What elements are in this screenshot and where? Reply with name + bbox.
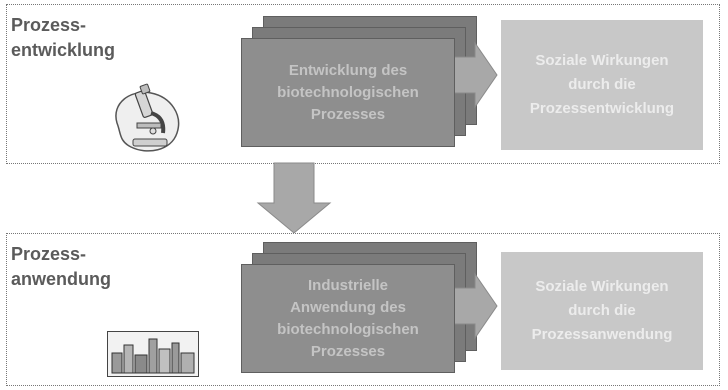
city-icon [107,331,199,377]
panel-title-development: Prozess- entwicklung [11,15,116,60]
process-box-development: Entwicklung des biotechnologischen Proze… [241,38,455,147]
process-box-application: Industrielle Anwendung des biotechnologi… [241,264,455,373]
effect-box-development: Soziale Wirkungen durch die Prozessentwi… [501,20,703,150]
panel-title-application: Prozess- anwendung [11,244,111,289]
process-application-panel: Prozess- anwendung Industrielle Anwendun… [6,233,720,386]
effect-box-application: Soziale Wirkungen durch die Prozessanwen… [501,252,703,370]
down-arrow-icon [256,162,332,234]
process-development-panel: Prozess- entwicklung Entwicklung des bio… [6,4,720,164]
microscope-icon [115,83,180,152]
